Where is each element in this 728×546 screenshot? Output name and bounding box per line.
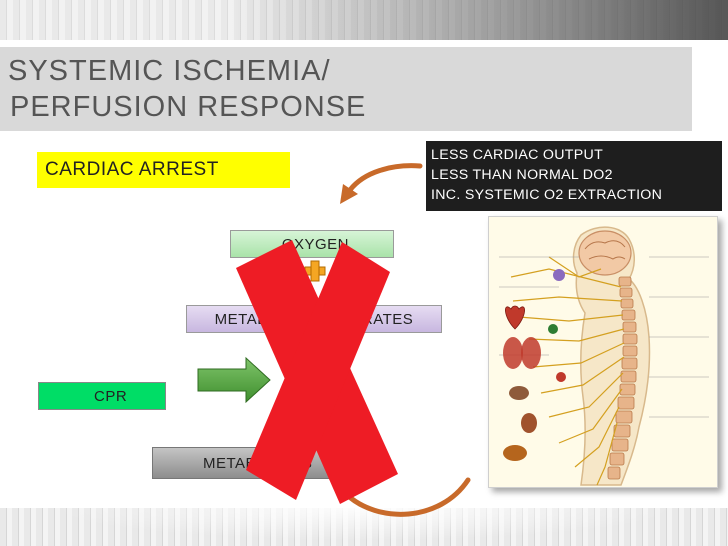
curved-arrow-upper <box>347 163 423 193</box>
title-bar <box>0 47 692 131</box>
cpr-green-arrow <box>197 356 271 404</box>
nervous-system-drawing <box>489 217 717 487</box>
red-x-icon <box>236 240 398 504</box>
bottom-band-highlight <box>0 508 728 546</box>
oxygen-box: OXYGEN <box>230 230 394 258</box>
note-line-2: LESS THAN NORMAL DO2 <box>431 167 613 183</box>
note-line-1: LESS CARDIAC OUTPUT <box>431 147 604 163</box>
cpr-label: CPR <box>94 387 128 405</box>
cardiac-arrest-label: CARDIAC ARREST <box>45 159 219 180</box>
oxygen-label: OXYGEN <box>281 235 349 253</box>
cpr-box: CPR <box>38 382 166 410</box>
curved-arrow-upper-head <box>340 184 358 204</box>
note-line-3: INC. SYSTEMIC O2 EXTRACTION <box>431 187 663 203</box>
slide-title-line-2: PERFUSION RESPONSE <box>10 91 367 123</box>
physiology-note-box: LESS CARDIAC OUTPUT LESS THAN NORMAL DO2… <box>426 141 722 211</box>
curved-arrow-lower <box>343 477 471 517</box>
top-band-shading <box>230 0 728 40</box>
cardiac-arrest-box: CARDIAC ARREST <box>37 152 290 188</box>
slide-title-line-1: SYSTEMIC ISCHEMIA/ <box>8 55 331 87</box>
nervous-system-illustration <box>488 216 718 488</box>
